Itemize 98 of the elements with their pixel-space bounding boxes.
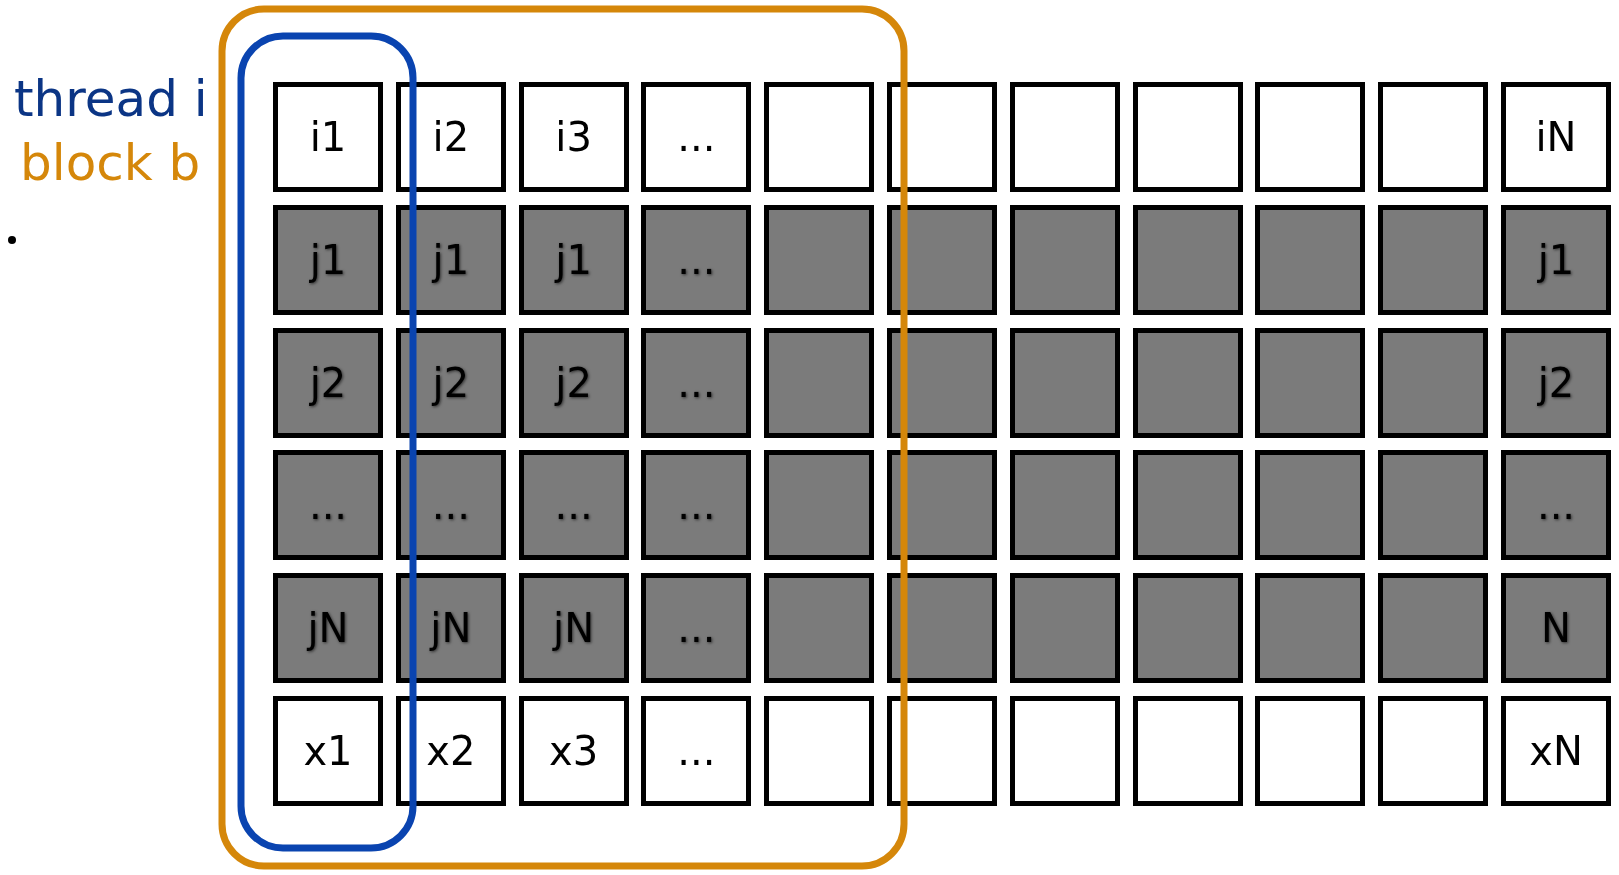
matrix-cell [641,696,752,806]
empty-cell [1378,204,1489,315]
cell-text: i3 [555,114,592,160]
cell-text: j2 [432,359,470,406]
empty-cell [1378,696,1489,806]
matrix-cell [1501,204,1611,315]
matrix-cell [518,696,629,806]
matrix-cell [273,573,383,684]
empty-cell [1255,696,1366,806]
empty-cell [764,696,875,806]
empty-cell [1009,82,1120,192]
matrix-cell [641,82,752,192]
empty-cell [1132,204,1243,315]
empty-cell [764,327,875,438]
matrix-cell [273,327,383,438]
matrix-cell [518,327,629,438]
matrix-cell [1501,573,1611,684]
cell-text: jN [553,605,595,652]
thread-label: thread i [14,74,208,124]
matrix-cell [395,573,506,684]
matrix-cell [1501,327,1611,438]
matrix-cell [641,573,752,684]
matrix-cell [641,327,752,438]
empty-cell [887,696,997,806]
matrix-cell [273,82,383,192]
cell-text: iN [1535,114,1577,160]
matrix-cell [1501,82,1611,192]
cell-text: i2 [432,114,470,160]
matrix-cell [518,573,629,684]
matrix-cell [395,82,506,192]
empty-cell [887,573,997,684]
empty-cell [1255,82,1366,192]
empty-cell [1378,450,1489,561]
empty-cell [1378,82,1489,192]
cell-text: x3 [549,728,599,774]
cell-text: xN [1529,728,1583,774]
empty-cell [1009,696,1120,806]
matrix-cell [273,696,383,806]
empty-cell [1132,696,1243,806]
empty-cell [1132,327,1243,438]
empty-cell [764,204,875,315]
cell-text: j1 [1537,236,1575,283]
empty-cell [1009,204,1120,315]
empty-cell [887,204,997,315]
cell-text: ... [308,482,348,529]
matrix-cell [395,696,506,806]
cell-text: ... [1536,482,1576,529]
matrix-cell [1501,696,1611,806]
cell-text: j2 [555,359,592,406]
matrix-cell [1501,450,1611,561]
matrix-cell [641,204,752,315]
cell-text: ... [554,482,593,529]
empty-cell [887,327,997,438]
matrix-cell [518,204,629,315]
empty-cell [1009,573,1120,684]
matrix-cell [273,450,383,561]
empty-cell [1255,327,1366,438]
empty-cell [1255,204,1366,315]
cell-text: x1 [303,728,353,774]
cell-text: j1 [309,236,347,283]
cell-text: j2 [1537,359,1575,406]
matrix-cell [395,327,506,438]
empty-cell [1255,573,1366,684]
block-label: block b [20,138,201,188]
cell-text: j1 [432,236,470,283]
matrix-cell [395,450,506,561]
empty-cell [1378,573,1489,684]
cell-text: ... [677,236,716,283]
empty-cell [1132,573,1243,684]
empty-cell [764,82,875,192]
cell-text: jN [430,605,472,652]
cell-text: j2 [309,359,347,406]
empty-cell [1255,450,1366,561]
empty-cell [1009,450,1120,561]
matrix-cell [518,82,629,192]
empty-cell [764,450,875,561]
empty-cell [1378,327,1489,438]
cell-text: j1 [555,236,592,283]
cell-text: x2 [426,728,476,774]
cell-text: jN [307,605,349,652]
empty-cell [764,573,875,684]
matrix-cell [395,204,506,315]
empty-cell [887,450,997,561]
cell-text: ... [677,605,716,652]
empty-cell [1132,450,1243,561]
matrix-cell [518,450,629,561]
cell-text: N [1541,605,1571,652]
empty-cell [887,82,997,192]
matrix-cell [273,204,383,315]
cell-text: ... [677,728,716,774]
cell-text: ... [677,114,716,160]
matrix-cell [641,450,752,561]
cell-text: ... [677,482,716,529]
cell-text: ... [431,482,470,529]
cell-text: i1 [309,114,347,160]
empty-cell [1009,327,1120,438]
cell-text: ... [677,359,716,406]
empty-cell [1132,82,1243,192]
